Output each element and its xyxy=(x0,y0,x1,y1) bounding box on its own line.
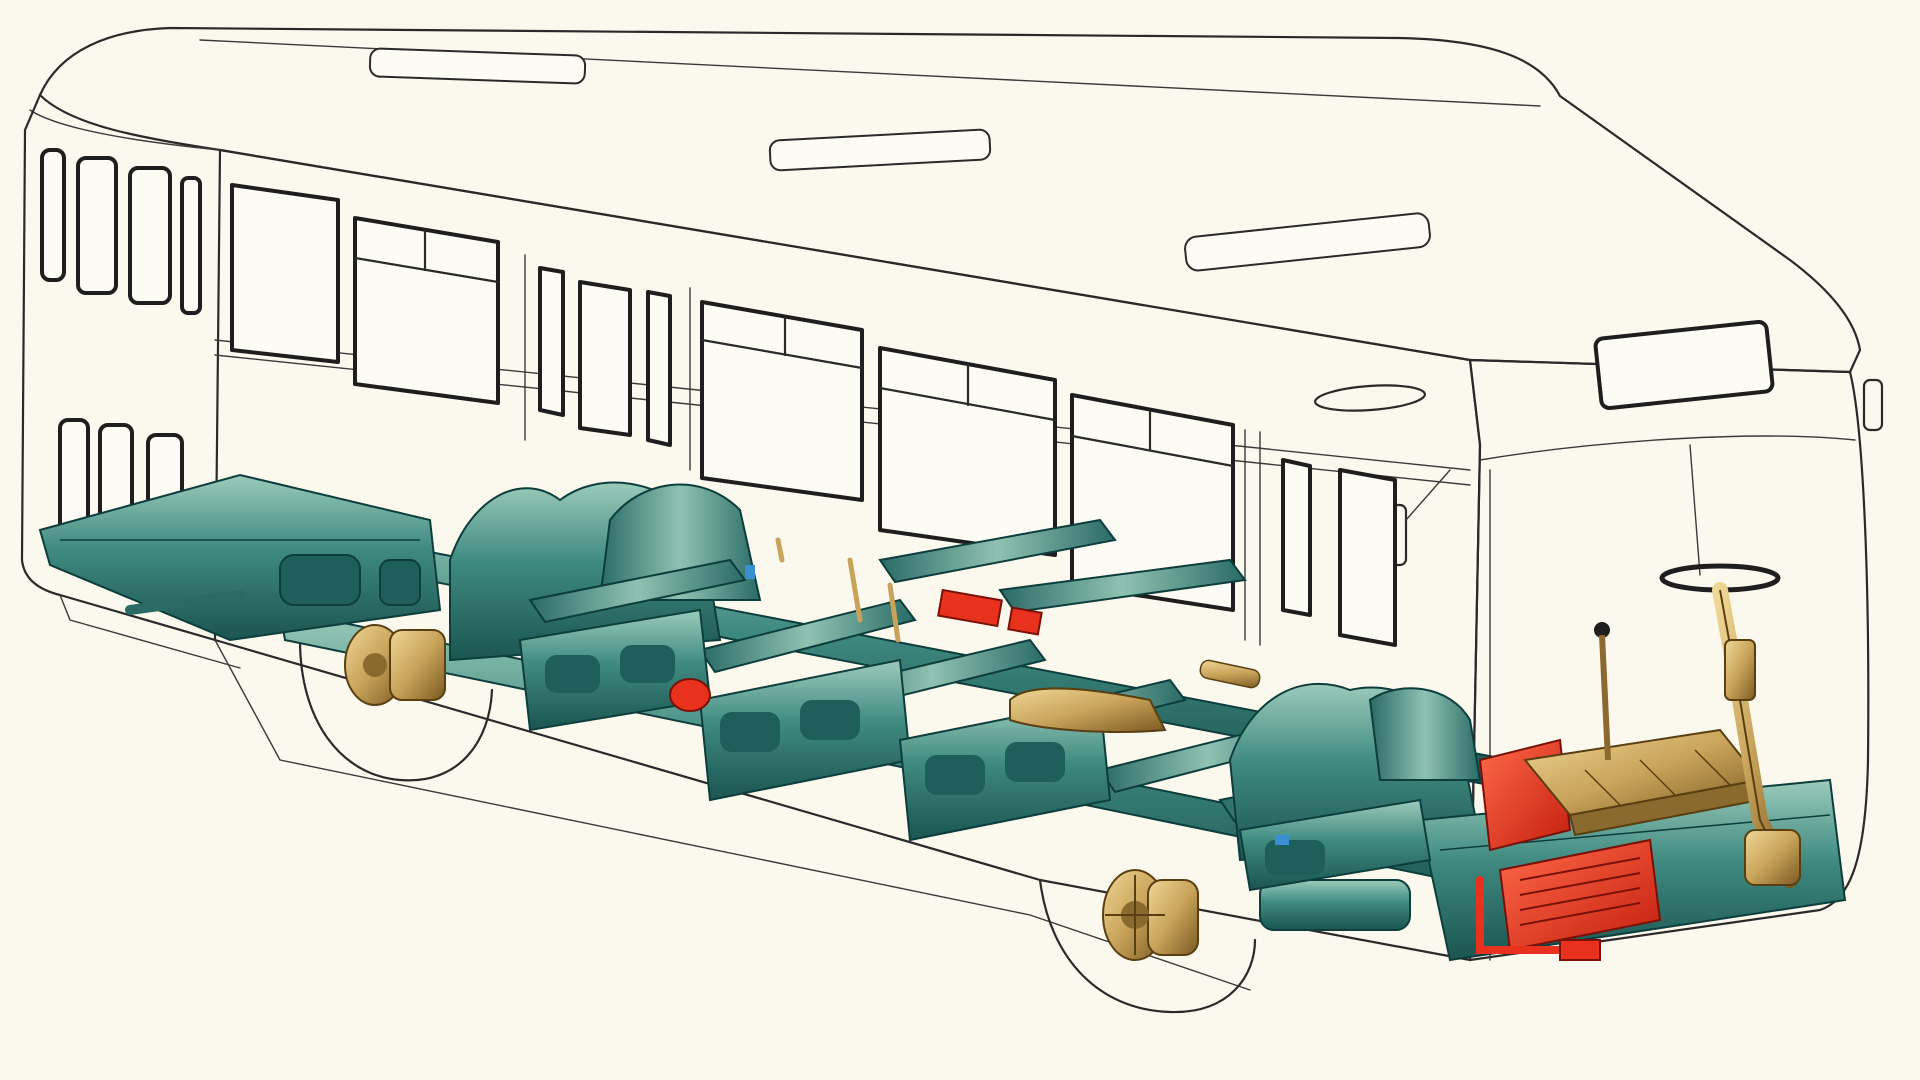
roof-hatch-3 xyxy=(1184,212,1431,272)
steering-column xyxy=(1659,563,1801,888)
battery-box xyxy=(1523,728,1762,837)
fuel-tank xyxy=(1009,659,1261,733)
marker-lamp xyxy=(1314,384,1426,412)
roof-hatch-1 xyxy=(368,47,587,85)
rear-panel xyxy=(20,93,217,642)
front-wheel-arch xyxy=(1038,878,1257,1014)
roof-hatch-2 xyxy=(768,128,992,172)
destination-window xyxy=(1593,319,1775,411)
bus-body-outline xyxy=(20,26,1884,1014)
rear-wheel-arch xyxy=(298,638,494,782)
chassis-frame xyxy=(38,473,1847,962)
roof-surface xyxy=(38,26,1862,374)
rear-axle-hub xyxy=(344,624,446,706)
front-axle-hub xyxy=(1102,869,1199,961)
gear-lever xyxy=(1594,622,1611,761)
control-rods xyxy=(775,537,901,643)
side-windows xyxy=(230,183,1397,647)
accent-blue-parts xyxy=(745,565,1289,845)
